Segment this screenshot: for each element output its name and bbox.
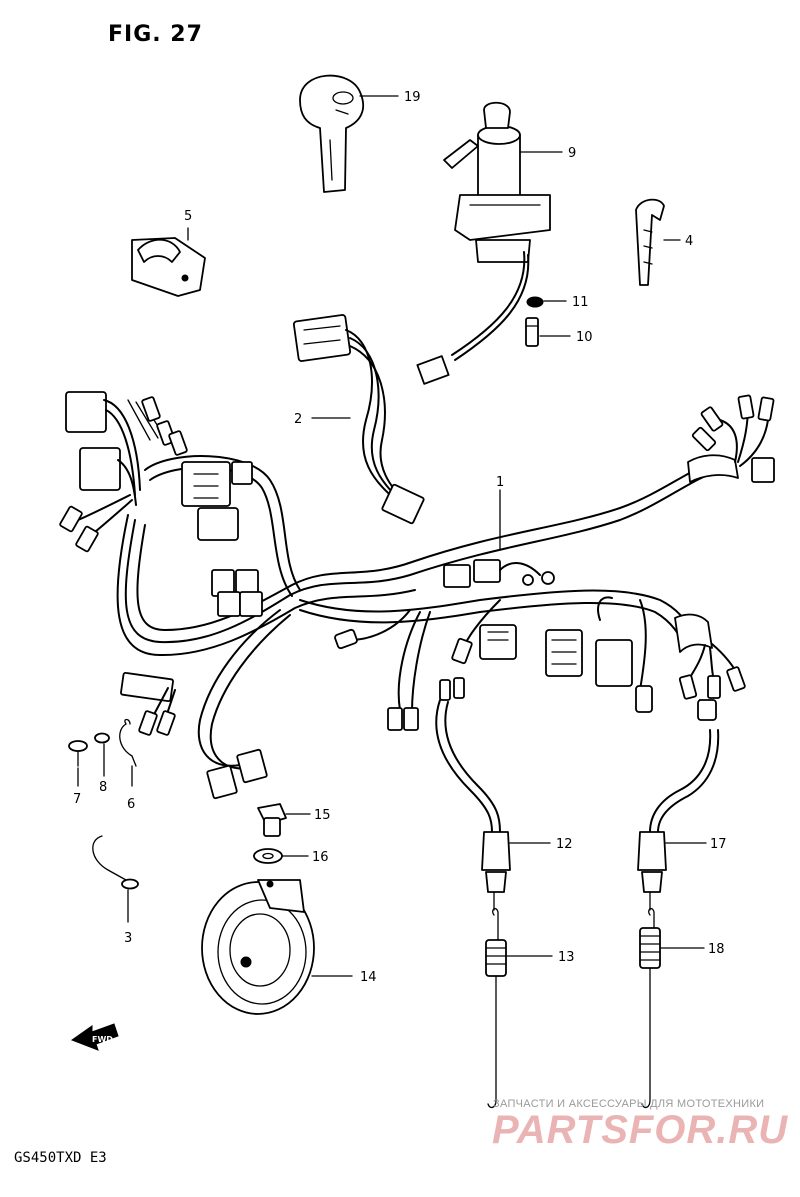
- callout-14: 14: [360, 970, 377, 985]
- part-nut-11: [526, 296, 544, 308]
- callout-2: 2: [294, 412, 302, 427]
- part-clamp-4: [635, 198, 665, 286]
- part-clip-6: [119, 718, 137, 767]
- part-screw-7: [68, 740, 88, 767]
- leader-lines: [77, 95, 707, 977]
- callout-17: 17: [710, 837, 727, 852]
- callout-labels: 19 9 4 5 11 10 2 1 12 13 14 15 16 17 18 …: [73, 90, 727, 985]
- callout-1: 1: [496, 475, 504, 490]
- part-washer-8: [94, 732, 110, 744]
- model-code: GS450TXD E3: [14, 1150, 107, 1166]
- part-brake-switch-rear: [637, 729, 720, 911]
- part-brake-switch-front: [435, 677, 511, 911]
- callout-11: 11: [572, 295, 589, 310]
- callout-18: 18: [708, 942, 725, 957]
- part-key: [299, 74, 365, 193]
- figure-title: FIG. 27: [108, 22, 203, 47]
- callout-3: 3: [124, 931, 132, 946]
- fwd-arrow-icon: FWD: [70, 1023, 119, 1051]
- part-sub-harness-2: [292, 314, 425, 525]
- callout-19: 19: [404, 90, 421, 105]
- callout-10: 10: [576, 330, 593, 345]
- part-main-harness: [59, 391, 775, 800]
- part-clip-3: [92, 835, 139, 890]
- part-horn: [201, 879, 315, 1015]
- fwd-label: FWD: [92, 1035, 113, 1044]
- part-bolt-15: [257, 803, 287, 837]
- callout-8: 8: [99, 780, 107, 795]
- part-ignition-switch: [416, 101, 551, 385]
- callout-12: 12: [556, 837, 573, 852]
- watermark-logo: PARTSFOR.RU: [492, 1108, 789, 1152]
- callout-16: 16: [312, 850, 329, 865]
- callout-7: 7: [73, 792, 81, 807]
- callout-5: 5: [184, 209, 192, 224]
- part-bolt-10: [525, 317, 539, 347]
- part-spring-front: [485, 907, 507, 1109]
- part-spring-rear: [639, 907, 661, 1109]
- part-washer-16: [253, 848, 283, 864]
- callout-15: 15: [314, 808, 331, 823]
- callout-4: 4: [685, 234, 693, 249]
- callout-13: 13: [558, 950, 575, 965]
- part-clamp-5: [131, 237, 206, 297]
- callout-9: 9: [568, 146, 576, 161]
- callout-6: 6: [127, 797, 135, 812]
- watermark-caption: ЗАПЧАСТИ И АКСЕССУАРЫ ДЛЯ МОТОТЕХНИКИ: [493, 1098, 765, 1110]
